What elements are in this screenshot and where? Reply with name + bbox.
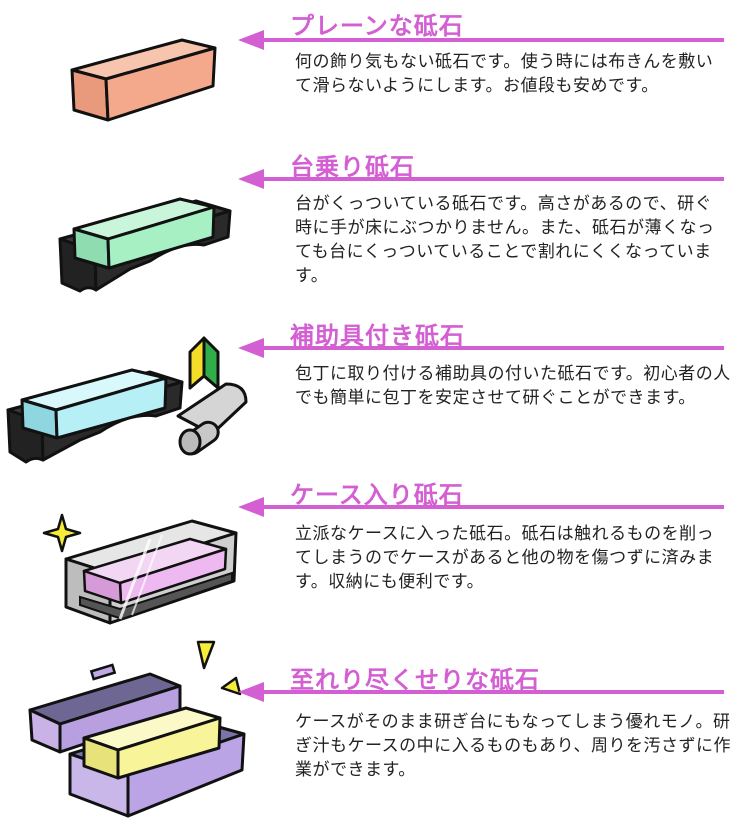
sparkle-icon xyxy=(220,676,242,696)
sparkle-icon xyxy=(42,513,82,553)
section-description: 台がくっついている砥石です。高さがあるので、研ぐ時に手が床にぶつかりません。また… xyxy=(295,194,715,286)
plain-whetstone-icon xyxy=(70,38,217,122)
sparkle-icon xyxy=(196,640,216,670)
whetstone-with-guide-icon xyxy=(6,336,248,464)
arrow-icon xyxy=(238,682,724,702)
beginner-mark-icon xyxy=(188,336,220,390)
section-title: ケース入り砥石 xyxy=(290,481,464,509)
section-plain-whetstone: プレーンな砥石 何の飾り気もない砥石です。使う時には布きんを敷いて滑らないように… xyxy=(0,0,740,150)
section-description: ケースがそのまま研ぎ台にもなってしまう優れモノ。研ぎ汁もケースの中に入るものもあ… xyxy=(295,712,731,780)
arrow-icon xyxy=(238,169,724,189)
section-title: 補助具付き砥石 xyxy=(290,322,465,350)
section-title: 至れり尽くせりな砥石 xyxy=(290,666,540,694)
section-deluxe-whetstone: 至れり尽くせりな砥石 ケースがそのまま研ぎ台にもなってしまう優れモノ。研ぎ汁もケ… xyxy=(0,630,740,837)
arrow-icon xyxy=(238,338,724,358)
arrow-icon xyxy=(238,497,724,517)
section-description: 立派なケースに入った砥石。砥石は触れるものを削ってしまうのでケースがあると他の物… xyxy=(295,524,715,592)
section-description: 何の飾り気もない砥石です。使う時には布きんを敷いて滑らないようにします。お値段も… xyxy=(295,52,714,96)
section-title: プレーンな砥石 xyxy=(290,12,464,40)
cased-whetstone-icon xyxy=(42,513,238,625)
section-whetstone-with-guide: 補助具付き砥石 包丁に取り付ける補助具の付いた砥石です。初心者の人でも簡単に包丁… xyxy=(0,318,740,483)
base-mounted-whetstone-icon xyxy=(58,197,232,293)
deluxe-case-whetstone-icon xyxy=(28,640,246,818)
section-cased-whetstone: ケース入り砥石 立派なケースに入った砥石。砥石は触れるものを削ってしまうのでケー… xyxy=(0,475,740,650)
section-title: 台乗り砥石 xyxy=(290,153,415,181)
section-description: 包丁に取り付ける補助具の付いた砥石です。初心者の人でも簡単に包丁を安定させて研ぐ… xyxy=(295,364,731,408)
arrow-icon xyxy=(238,30,724,50)
section-base-mounted-whetstone: 台乗り砥石 台がくっついている砥石です。高さがあるので、研ぐ時に手が床にぶつかり… xyxy=(0,145,740,315)
